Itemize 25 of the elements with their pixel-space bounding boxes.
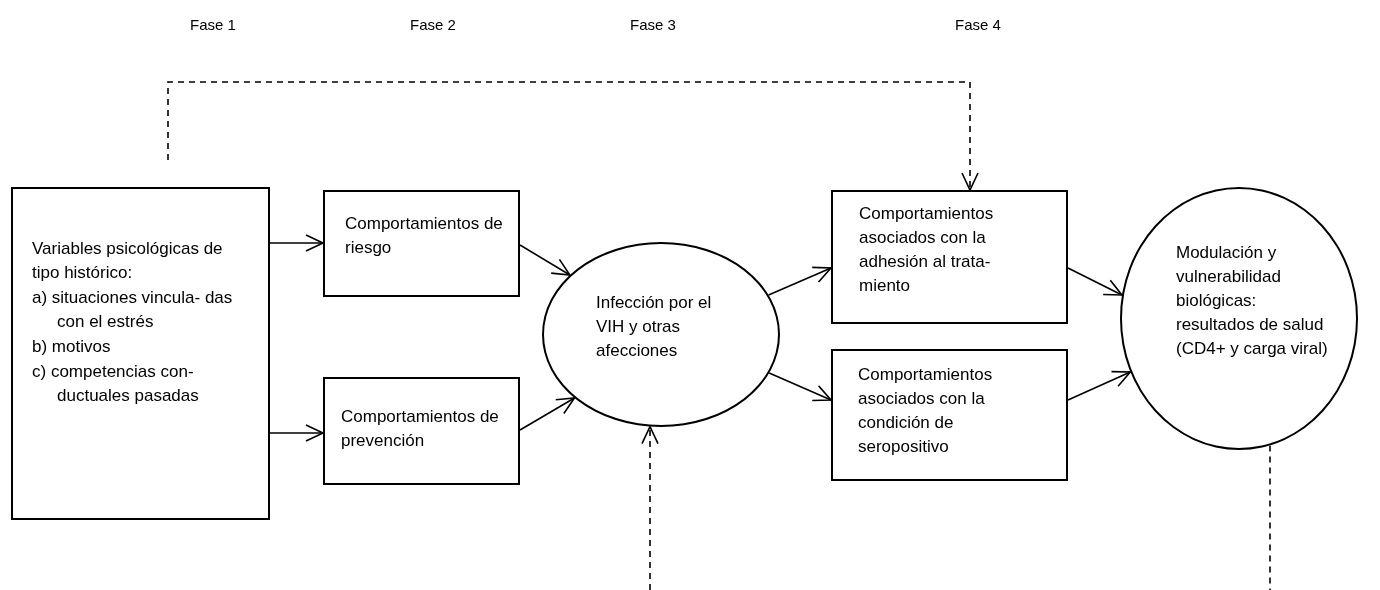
arrow (269, 234, 324, 252)
process-box (11, 187, 270, 520)
node-text: b) motivos (32, 336, 112, 358)
arrow (1067, 267, 1123, 296)
dashed-arrow (167, 81, 979, 191)
phase-label: Fase 4 (955, 15, 1001, 35)
node-text: Modulación y vulnerabilidad biológicas: resultados de salud (CD4+ y carga viral) (1176, 242, 1329, 360)
arrow (269, 424, 324, 442)
process-box (831, 190, 1068, 324)
arrow (519, 244, 571, 276)
phase-label: Fase 2 (410, 15, 456, 35)
node-text: Variables psicológicas de tipo histórico: (32, 238, 224, 284)
arrow (519, 397, 576, 431)
phase-label: Fase 1 (190, 15, 236, 35)
node-text: Comportamientos asociados con la adhesión al trata- miento (859, 203, 995, 297)
phase-label: Fase 3 (630, 15, 676, 35)
node-text: Infección por el VIH y otras afecciones (596, 292, 713, 362)
dashed-arrow (641, 425, 659, 590)
process-box (831, 349, 1068, 481)
node-text: Comportamientos de prevención (341, 406, 500, 452)
process-box (323, 377, 520, 485)
process-box (323, 190, 520, 297)
node-text: Comportamientos asociados con la condición de seropositivo (858, 364, 994, 458)
node-text: c) competencias con- ductuales pasadas (32, 361, 200, 407)
node-text: Comportamientos de riesgo (345, 213, 504, 259)
